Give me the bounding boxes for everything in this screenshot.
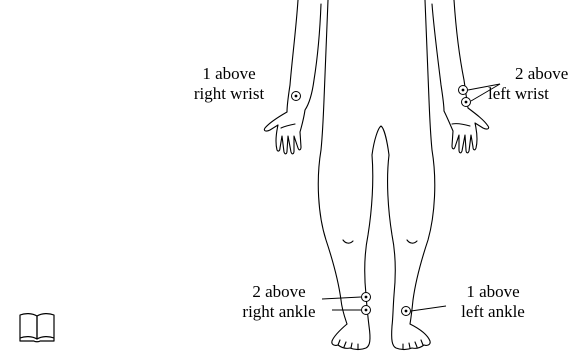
left-hand-outline (444, 108, 489, 153)
right-knee-mark (343, 240, 353, 243)
label-right-ankle: 2 above right ankle (224, 282, 334, 322)
electrode-right-wrist (292, 92, 301, 101)
label-right-ankle-line2: right ankle (224, 302, 334, 322)
label-left-ankle-line1: 1 above (438, 282, 548, 302)
label-right-wrist-line1: 1 above (174, 64, 284, 84)
book-icon[interactable] (18, 311, 56, 343)
label-right-ankle-line1: 2 above (224, 282, 334, 302)
left-foot-outline (392, 324, 431, 350)
left-knee-mark (407, 240, 417, 243)
label-left-wrist-line1: 2 above (488, 64, 587, 84)
electrode-left-ankle (402, 307, 411, 316)
left-leg-outer (410, 150, 435, 324)
label-left-ankle-line2: left ankle (438, 302, 548, 322)
right-hand-crease (281, 124, 295, 128)
crotch-line (372, 126, 389, 155)
electrode-right-ankle-lower (362, 306, 371, 315)
left-arm-inner-outline (432, 4, 444, 111)
right-toes (338, 340, 358, 349)
label-right-wrist: 1 above right wrist (174, 64, 284, 104)
label-right-wrist-line2: right wrist (174, 84, 284, 104)
right-hand-outline (264, 110, 305, 154)
left-hand-crease (452, 124, 470, 126)
electrode-right-ankle-upper (362, 293, 371, 302)
torso-left-side (425, 0, 432, 150)
torso-right-side (321, 0, 328, 150)
label-left-wrist-line2: left wrist (488, 84, 587, 104)
electrode-left-wrist-upper (459, 86, 468, 95)
label-left-wrist: 2 above left wrist (488, 64, 587, 104)
electrode-left-wrist-lower (462, 98, 471, 107)
left-leg-inner (388, 155, 396, 326)
right-arm-inner-outline (305, 4, 321, 110)
label-left-ankle: 1 above left ankle (438, 282, 548, 322)
